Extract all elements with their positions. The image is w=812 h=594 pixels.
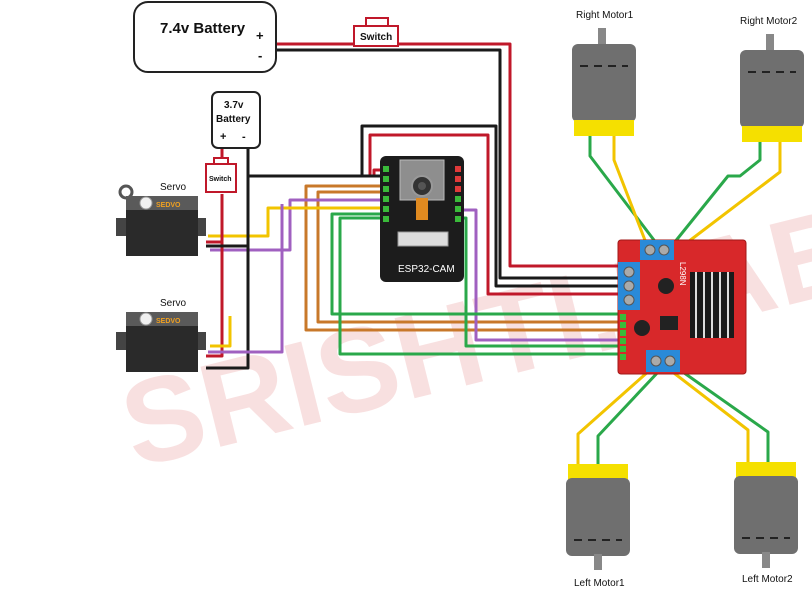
wire-green-lm1 xyxy=(596,368,662,466)
left-motor-2-label: Left Motor2 xyxy=(742,574,793,585)
wire-red-servo-power xyxy=(206,194,224,358)
wire-purple-servo1 xyxy=(210,198,386,252)
wire-orange-2 xyxy=(316,190,620,324)
small-battery: 3.7v Battery + - xyxy=(211,91,261,149)
wire-yellow-lm1 xyxy=(576,368,651,466)
main-battery: 7.4v Battery + - xyxy=(133,1,277,73)
small-battery-minus: - xyxy=(242,131,246,143)
wire-yellow-lm2 xyxy=(669,368,750,466)
main-battery-plus: + xyxy=(256,28,264,43)
servo-bottom-label: Servo xyxy=(160,298,187,309)
wire-yellow-servo1 xyxy=(208,206,386,238)
servo-top-label: Servo xyxy=(160,182,187,193)
driver-label: L298N xyxy=(678,262,687,286)
wire-green-1 xyxy=(330,212,620,316)
esp32-cam: ESP32-CAM xyxy=(380,156,464,282)
wire-yellow-servo2 xyxy=(210,316,232,348)
main-battery-label: 7.4v Battery xyxy=(160,20,246,37)
wire-black-servo-gnd xyxy=(206,176,250,370)
motor-driver: L298N xyxy=(617,239,747,375)
small-switch[interactable]: Switch xyxy=(205,157,237,193)
wire-green-2 xyxy=(338,216,620,356)
small-battery-label-1: 3.7v xyxy=(224,100,244,111)
wire-purple-servo2-b xyxy=(208,204,284,354)
main-battery-minus: - xyxy=(258,48,262,63)
main-switch[interactable]: Switch xyxy=(353,17,399,47)
small-battery-plus: + xyxy=(220,131,226,143)
wire-red-switch-driver xyxy=(398,42,620,268)
servo-top: Servo SEDVO xyxy=(116,182,206,256)
wire-black-small-battery xyxy=(246,146,380,178)
right-motor-2: Right Motor2 xyxy=(740,16,804,142)
wires xyxy=(206,42,782,466)
right-motor-1: Right Motor1 xyxy=(572,10,636,136)
right-motor-2-label: Right Motor2 xyxy=(740,16,798,27)
wire-green-lm2 xyxy=(679,368,770,466)
small-battery-label-2: Battery xyxy=(216,114,251,125)
wire-orange-1 xyxy=(304,184,620,332)
right-motor-1-label: Right Motor1 xyxy=(576,10,634,21)
esp32-label: ESP32-CAM xyxy=(398,264,455,275)
main-switch-label: Switch xyxy=(360,32,392,43)
left-motor-2: Left Motor2 xyxy=(734,462,798,585)
wire-yellow-rm2 xyxy=(679,140,782,250)
servo-bottom: Servo SEDVO xyxy=(116,298,206,372)
small-switch-label: Switch xyxy=(209,176,232,183)
left-motor-1: Left Motor1 xyxy=(566,464,630,589)
wire-black-esp-gnd xyxy=(360,124,620,288)
wire-yellow-rm1 xyxy=(612,136,650,249)
wire-red-esp-5v xyxy=(368,133,620,296)
wire-black-battery-driver xyxy=(276,48,620,280)
left-motor-1-label: Left Motor1 xyxy=(574,578,625,589)
servo-top-brand: SEDVO xyxy=(156,202,181,209)
servo-bottom-brand: SEDVO xyxy=(156,318,181,325)
wire-purple-servo2 xyxy=(456,208,620,342)
wire-green-rm2 xyxy=(668,140,762,249)
